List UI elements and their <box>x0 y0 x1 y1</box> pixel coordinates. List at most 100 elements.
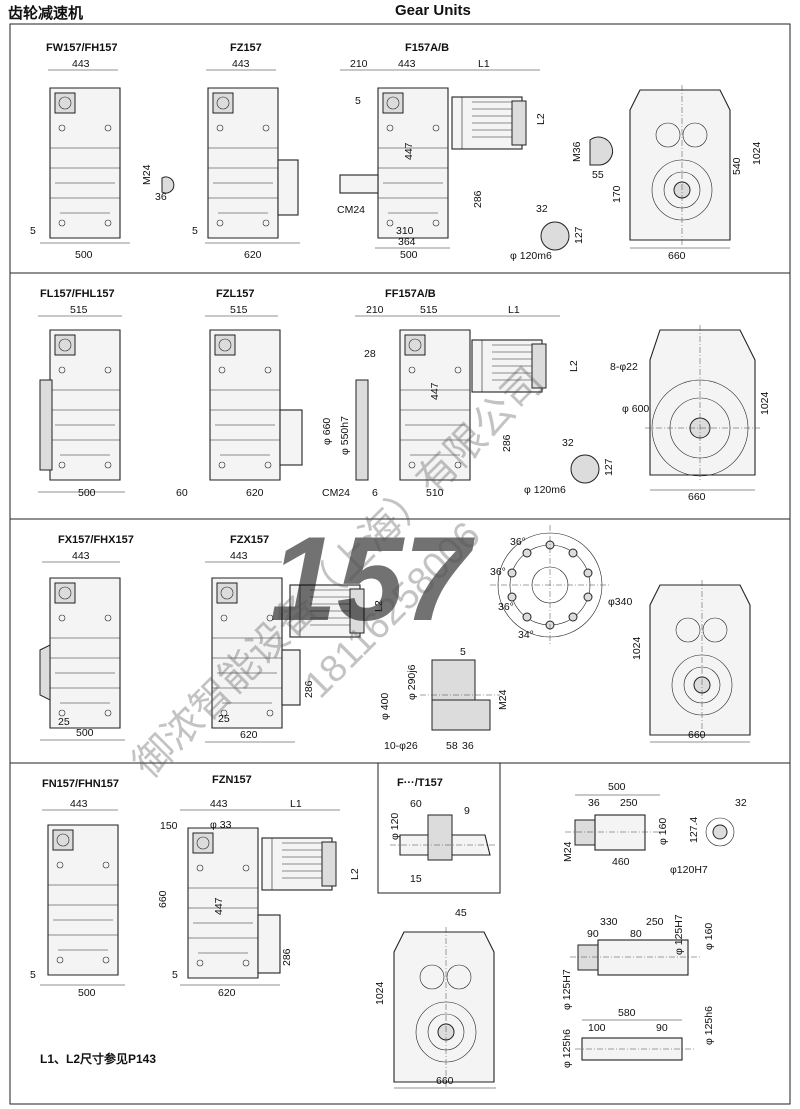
shaft2-d2: 250 <box>646 916 664 928</box>
fzn157-d4: φ 33 <box>210 819 232 831</box>
title-en: Gear Units <box>395 2 471 19</box>
f157ab-motor <box>451 96 527 150</box>
fzl157-body <box>209 329 281 481</box>
flange-d2: φ 290j6 <box>406 664 418 700</box>
shaft1-d5: φ 160 <box>657 818 669 845</box>
ff157ab-key-section <box>570 454 600 484</box>
flange-d7: 36 <box>462 740 474 752</box>
fzn157-motor <box>261 837 337 891</box>
shaft1-d2: 36 <box>588 797 600 809</box>
flange-d1: φ 400 <box>379 693 391 720</box>
flange-d3: 5 <box>460 646 466 658</box>
ft157-box <box>377 762 501 894</box>
shaft3-d2: 100 <box>588 1022 606 1034</box>
shaft1-d3: 250 <box>620 797 638 809</box>
ff157ab-d14: 127 <box>603 458 615 476</box>
flange-d4: M24 <box>497 689 509 710</box>
ff157ab-d10: CM24 <box>322 487 350 499</box>
end1-view <box>629 84 731 246</box>
end1-d1: 540 <box>731 157 743 175</box>
f157ab-d5: L2 <box>535 113 547 125</box>
fzl157-d2: 60 <box>176 487 188 499</box>
fzn157-d1: 443 <box>210 798 228 810</box>
shaft3-d4: φ 125h6 <box>561 1029 573 1068</box>
ff157ab-d7: φ 660 <box>321 418 333 445</box>
fn157-title: FN157/FHN157 <box>42 778 119 790</box>
fx157-d2: 25 <box>58 716 70 728</box>
flange-d10: 36° <box>498 601 514 613</box>
ff157ab-d2: 515 <box>420 304 438 316</box>
ff157ab-d11: 6 <box>372 487 378 499</box>
shaft2-d1: 330 <box>600 916 618 928</box>
ff157ab-title: FF157A/B <box>385 288 436 300</box>
end2-d2: φ 600 <box>622 403 649 415</box>
ff157ab-d9: 286 <box>501 434 513 452</box>
fn157-d3: 500 <box>78 987 96 999</box>
fw157-d2: 500 <box>75 249 93 261</box>
fl157-body <box>49 329 121 481</box>
fl157-title: FL157/FHL157 <box>40 288 115 300</box>
f157ab-d2: 443 <box>398 58 416 70</box>
fz157-title: FZ157 <box>230 42 262 54</box>
end4-view <box>393 926 495 1088</box>
f157ab-key-section <box>540 221 570 251</box>
fw157-d1: 443 <box>72 58 90 70</box>
f157ab-title: F157A/B <box>405 42 449 54</box>
ff157ab-d8: φ 550h7 <box>339 416 351 455</box>
fzn157-title: FZN157 <box>212 774 252 786</box>
fw157-d3: 5 <box>30 225 36 237</box>
fzl157-d1: 515 <box>230 304 248 316</box>
f157ab-d12: M36 <box>571 141 583 162</box>
fzn157-d8: 286 <box>281 948 293 966</box>
ff157ab-d6: 447 <box>429 382 441 400</box>
f157ab-d1: 210 <box>350 58 368 70</box>
shaft3-detail <box>575 1037 695 1061</box>
ff157ab-d3: L1 <box>508 304 520 316</box>
fzn157-d3: 150 <box>160 820 178 832</box>
shaft2-d5: φ 125H7 <box>673 914 685 955</box>
fx157-flange <box>39 644 51 701</box>
shaft2-d7: φ 125H7 <box>561 969 573 1010</box>
fzx157-d1: 443 <box>230 550 248 562</box>
f157ab-d13: 55 <box>592 169 604 181</box>
fx157-d3: 500 <box>76 727 94 739</box>
fz157-d2: 620 <box>244 249 262 261</box>
fzx157-d5: 620 <box>240 729 258 741</box>
ft157-d1: 60 <box>410 798 422 810</box>
fw157-body <box>49 87 121 239</box>
fzl157-title: FZL157 <box>216 288 255 300</box>
fl157-d1: 515 <box>70 304 88 316</box>
fzx157-d2: L2 <box>373 600 385 612</box>
flange-d8: 36° <box>510 536 526 548</box>
fzn157-housing <box>257 914 281 974</box>
fzn157-d6: 447 <box>213 897 225 915</box>
f157ab-d3: L1 <box>478 58 490 70</box>
ff157ab-d15: φ 120m6 <box>524 484 566 496</box>
fzn157-d10: 620 <box>218 987 236 999</box>
end4-d1: 45 <box>455 907 467 919</box>
flange-bolt-circle <box>490 525 610 645</box>
end1-d2: 1024 <box>751 141 763 165</box>
flange-d5: 10-φ26 <box>384 740 418 752</box>
ft157-title: F···/T157 <box>397 777 443 789</box>
shaft1-d8: 127.4 <box>688 817 700 843</box>
end3-d1: 1024 <box>631 636 643 660</box>
fzl157-housing <box>279 409 303 466</box>
flange-d9: 36° <box>490 566 506 578</box>
ff157ab-d12: 510 <box>426 487 444 499</box>
fn157-body <box>47 824 119 976</box>
flange-detail <box>420 659 500 731</box>
f157ab-d8: CM24 <box>337 204 365 216</box>
shaft2-detail <box>570 939 700 976</box>
fx157-d1: 443 <box>72 550 90 562</box>
fzn157-d7: L2 <box>349 868 361 880</box>
fzl157-d3: 620 <box>246 487 264 499</box>
shaft1-d1: 500 <box>608 781 626 793</box>
flange-d6: 58 <box>446 740 458 752</box>
fn157-d2: 5 <box>30 969 36 981</box>
ft157-detail <box>390 814 495 861</box>
shaft2-d6: φ 160 <box>703 923 715 950</box>
f157ab-d6: 447 <box>403 142 415 160</box>
ff157ab-d4: 28 <box>364 348 376 360</box>
